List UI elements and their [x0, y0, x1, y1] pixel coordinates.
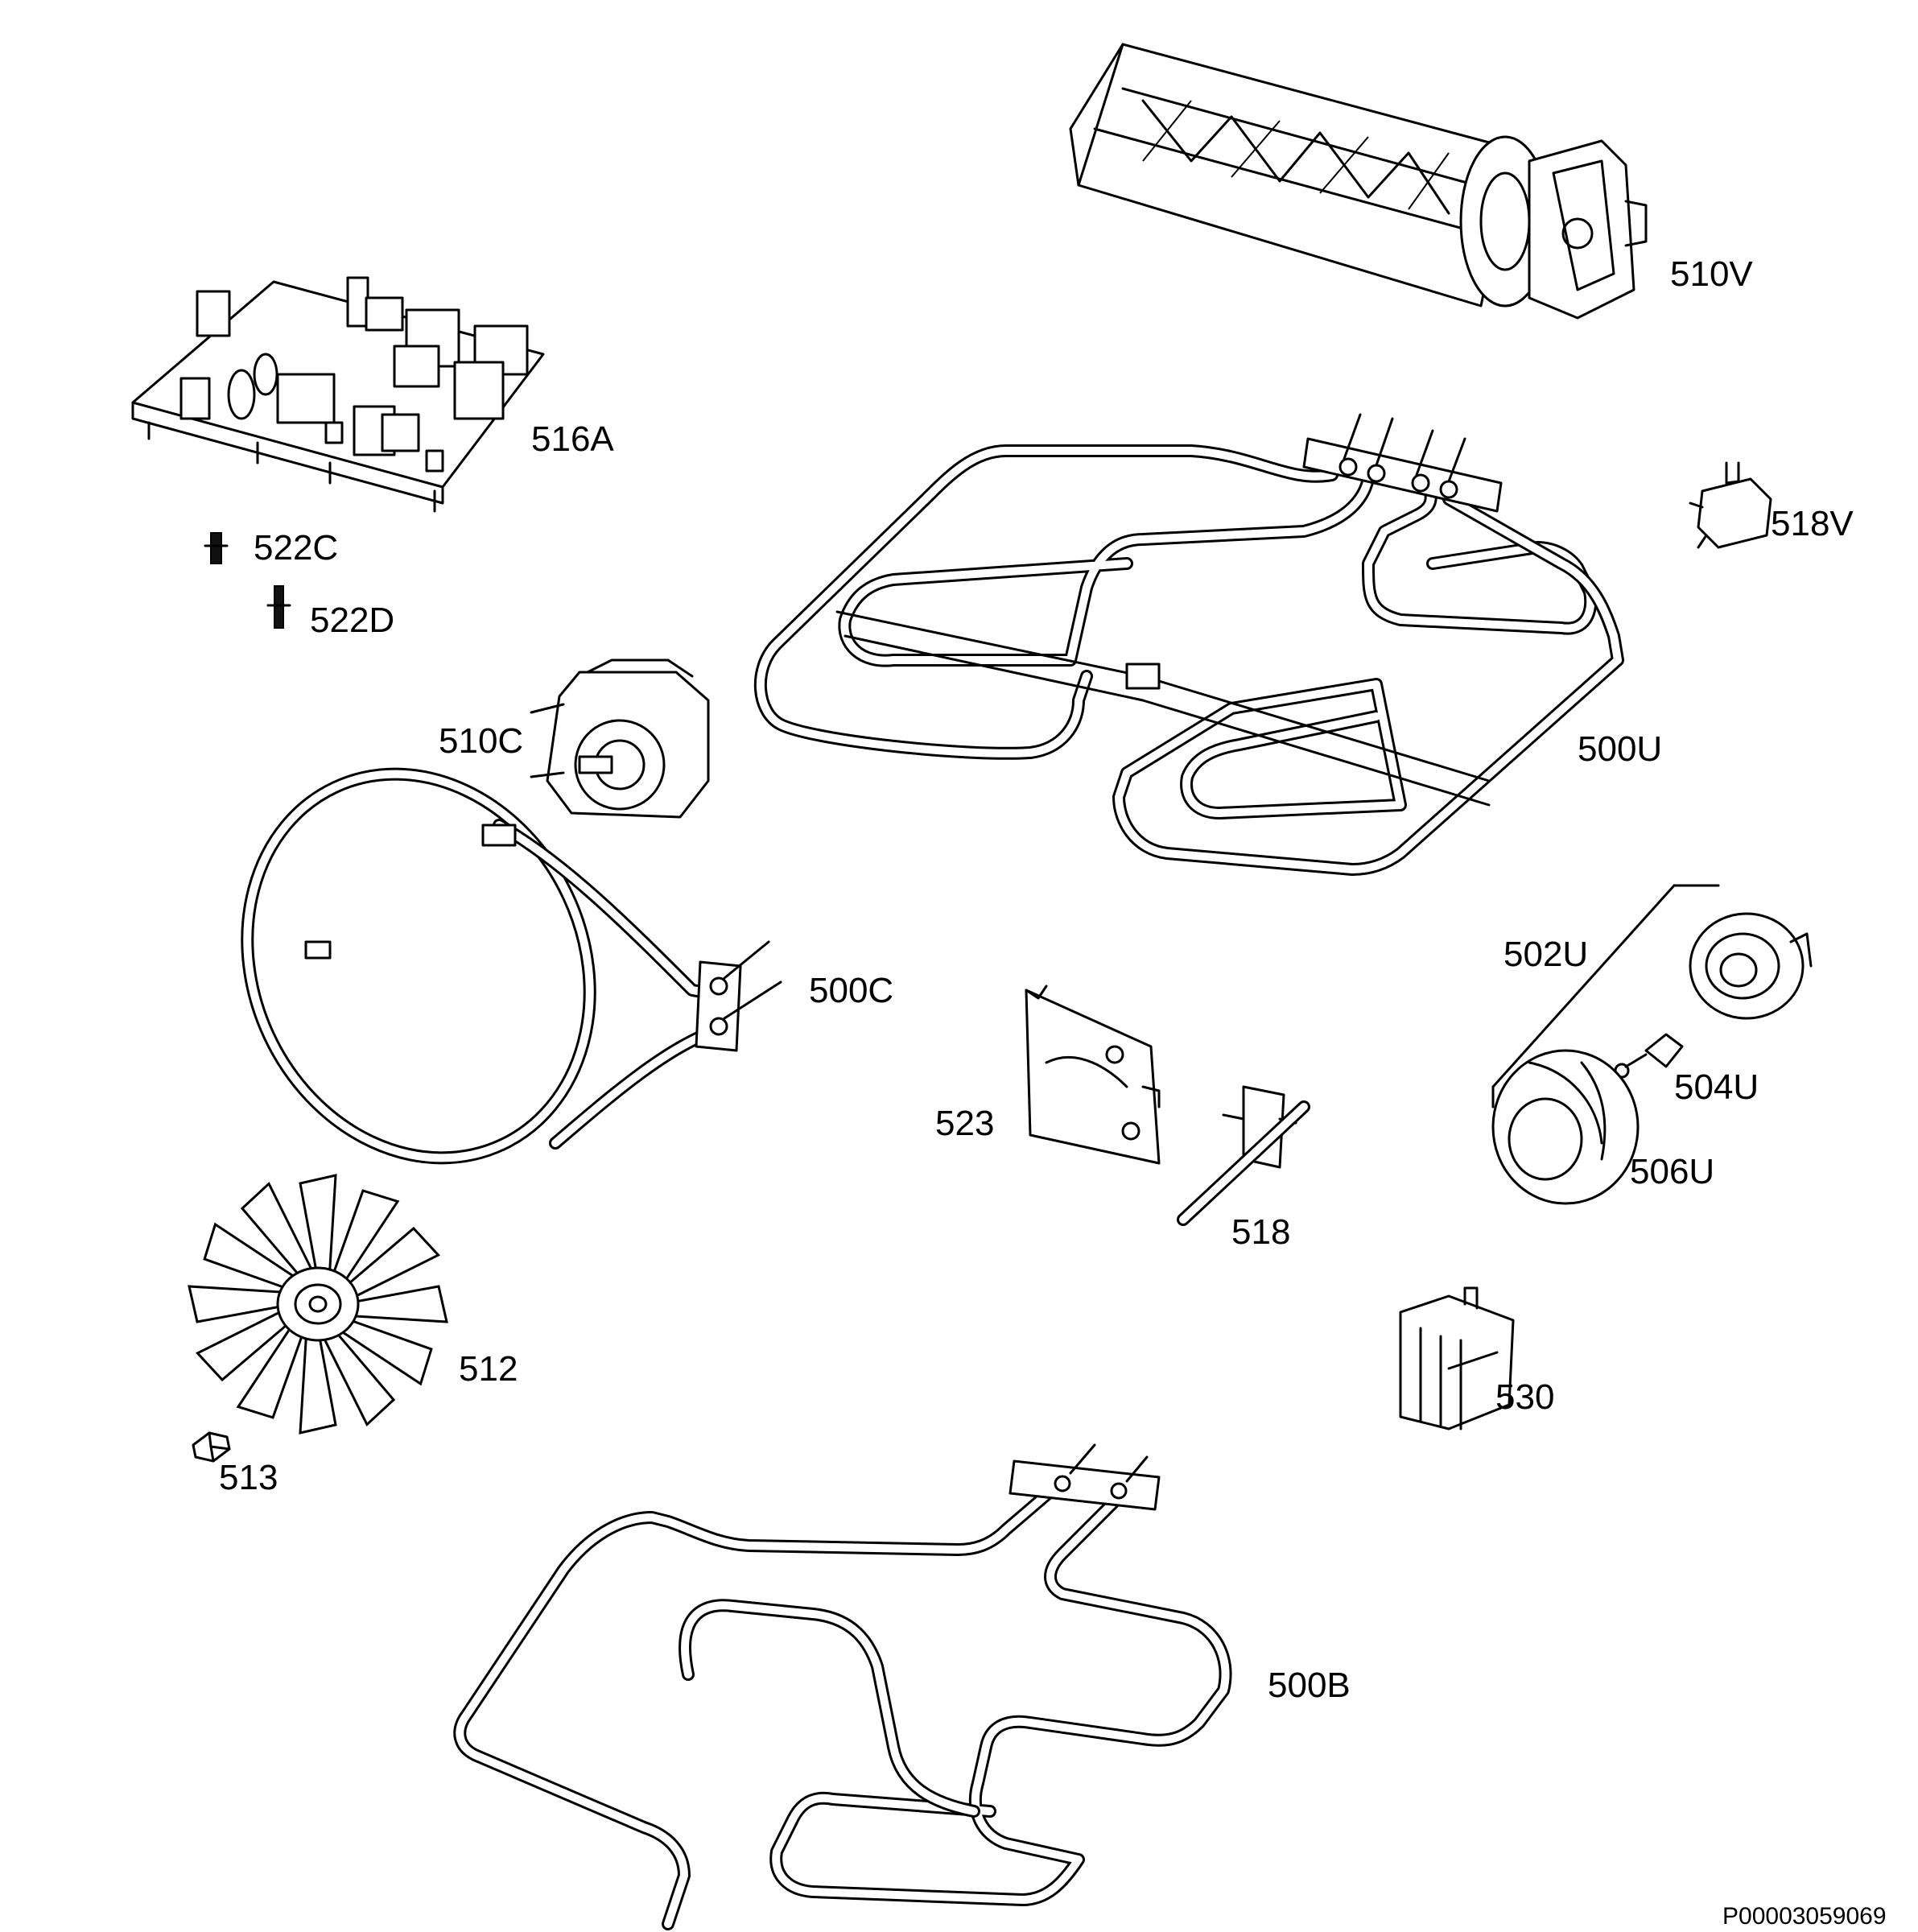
label-500B: 500B — [1268, 1666, 1351, 1705]
label-522C: 522C — [254, 528, 338, 568]
bulb-504U — [1614, 1033, 1684, 1079]
clip-522C — [204, 532, 229, 564]
relay-518V — [1689, 461, 1772, 549]
label-504U: 504U — [1674, 1067, 1759, 1107]
drawing-reference: P00003059069 — [1722, 1903, 1887, 1930]
label-530: 530 — [1495, 1377, 1554, 1417]
fan-blade-512 — [188, 1174, 448, 1435]
label-502U: 502U — [1503, 935, 1588, 974]
lamp-assembly-502U — [1491, 884, 1720, 1108]
control-board-516A — [131, 276, 545, 513]
label-506U: 506U — [1630, 1152, 1714, 1191]
grill-element-500U — [754, 413, 1624, 876]
tangential-fan-510V — [1069, 43, 1648, 320]
temperature-sensor-518 — [1177, 1085, 1310, 1226]
bracket-523 — [1025, 985, 1161, 1165]
label-513: 513 — [219, 1458, 278, 1497]
label-512: 512 — [459, 1349, 518, 1389]
circular-element-500C — [241, 767, 782, 1165]
label-516A: 516A — [531, 419, 614, 459]
label-510V: 510V — [1670, 254, 1753, 294]
terminal-block-530 — [1399, 1286, 1515, 1430]
clip-522D — [266, 585, 291, 629]
lamp-cover-506U — [1491, 1049, 1640, 1205]
label-500C: 500C — [809, 971, 893, 1010]
nut-513 — [192, 1431, 231, 1463]
label-518: 518 — [1231, 1212, 1290, 1252]
label-522D: 522D — [310, 601, 394, 640]
fan-motor-510C — [530, 658, 710, 819]
label-510C: 510C — [439, 721, 523, 761]
lamp-holder — [1689, 912, 1813, 1020]
label-523: 523 — [935, 1104, 994, 1143]
label-518V: 518V — [1771, 504, 1854, 543]
label-500U: 500U — [1578, 729, 1662, 769]
bottom-element-500B — [453, 1443, 1232, 1930]
